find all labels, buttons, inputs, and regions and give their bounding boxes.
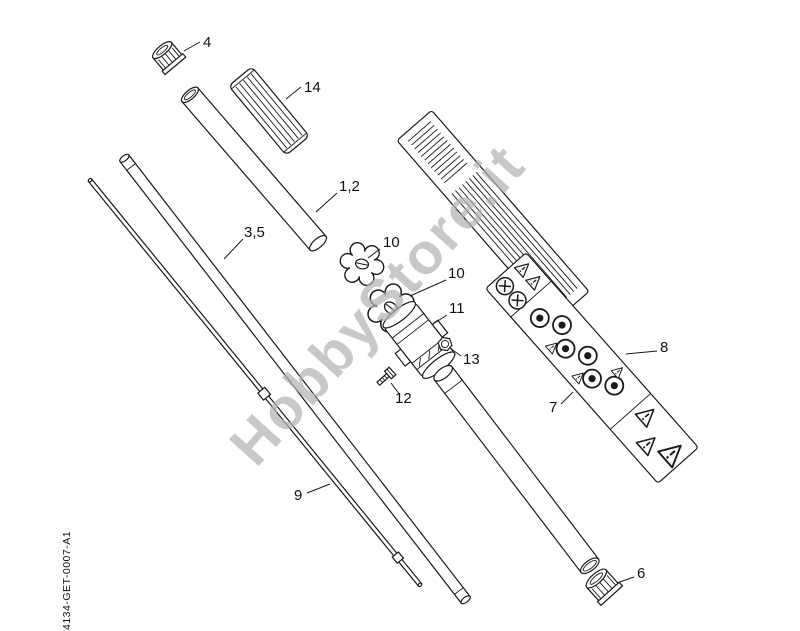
- part-label-coupling: 11: [449, 300, 465, 317]
- part-safety-label-strip: [486, 253, 698, 483]
- barcode-lines: [407, 121, 468, 184]
- part-screw: [376, 366, 397, 387]
- part-label-cap-top: 4: [203, 34, 211, 51]
- part-grip-sleeve: [230, 68, 308, 154]
- part-label-screw: 12: [395, 390, 412, 407]
- part-drive-tube: [180, 86, 328, 252]
- part-label-grip-sleeve: 14: [304, 79, 321, 96]
- part-nut: [437, 336, 453, 352]
- part-label-nut: 13: [463, 351, 480, 368]
- part-cap-top: [151, 41, 187, 76]
- document-code: 4134-GET-0007-A1: [61, 531, 73, 630]
- part-label-inner-tube: 3,5: [244, 224, 265, 241]
- part-label-shaft: 9: [294, 487, 302, 504]
- part-label-safety-left: 7: [549, 399, 557, 416]
- part-lower-tube: [433, 364, 600, 575]
- part-liner-tube: [119, 153, 471, 605]
- part-label-clamp-lower: 10: [448, 265, 465, 282]
- part-label-cap-bottom: 6: [637, 565, 645, 582]
- leader-lines: [183, 41, 658, 584]
- part-label-clamp-upper: 10: [383, 234, 400, 251]
- part-label-safety-right: 8: [660, 339, 668, 356]
- part-drive-shaft: [87, 177, 423, 588]
- part-coupling: [382, 300, 456, 380]
- part-label-drive-tube: 1,2: [339, 178, 360, 195]
- part-cap-bottom: [585, 568, 624, 607]
